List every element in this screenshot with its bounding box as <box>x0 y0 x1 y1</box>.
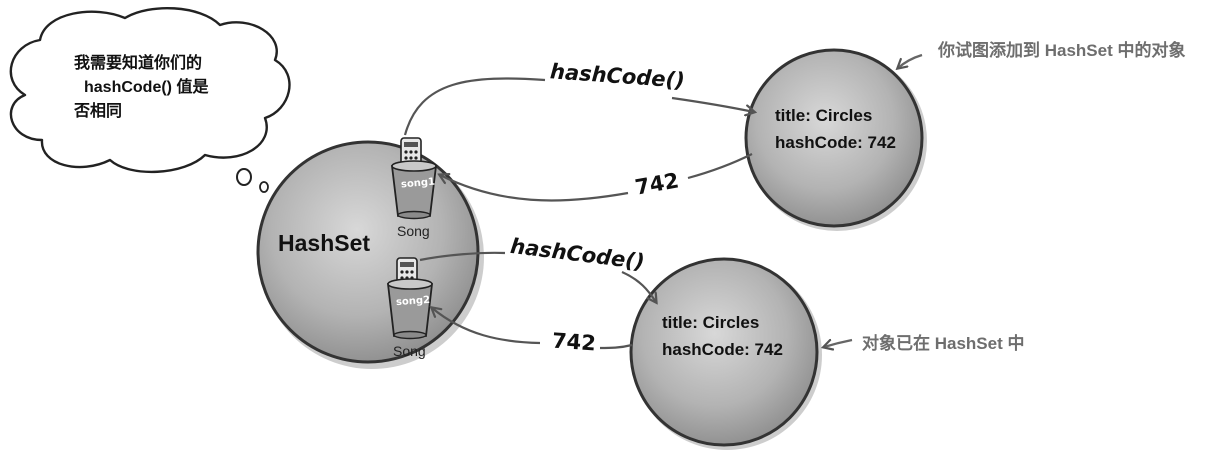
arrow-return-bottom-tail <box>432 308 541 345</box>
thought-bubble <box>9 6 291 174</box>
song1-caption: Song <box>397 223 430 239</box>
arrow-hashcode-call-bottom <box>419 251 506 262</box>
return-bottom-label: 742 <box>551 328 597 356</box>
new-object-hashcode: hashCode: 742 <box>775 133 896 152</box>
thought-dot-small <box>259 181 269 193</box>
arrow-return-top-tail <box>440 175 629 202</box>
new-object-note: 你试图添加到 HashSet 中的对象 <box>938 41 1186 60</box>
existing-object-title: title: Circles <box>662 313 760 332</box>
note-pointer-top <box>898 53 923 68</box>
existing-object-hashcode: hashCode: 742 <box>662 340 783 359</box>
existing-object-note: 对象已在 HashSet 中 <box>862 334 1025 353</box>
arrow-hashcode-call-top <box>403 77 546 136</box>
existing-object-ball <box>629 257 819 447</box>
thought-line-3: 否相同 <box>74 103 123 120</box>
song2-caption: Song <box>393 343 426 359</box>
song2-can-icon <box>386 257 434 340</box>
hashset-label: HashSet <box>278 230 371 256</box>
new-object-title: title: Circles <box>775 106 873 125</box>
arrow-return-bottom <box>599 343 633 350</box>
new-object-ball <box>744 48 924 228</box>
song1-can-icon <box>390 137 438 220</box>
thought-dot-large <box>236 168 252 186</box>
arrow-hashcode-call-top-tail <box>671 96 754 112</box>
arrow-hashcode-call-bottom-tail <box>621 270 656 302</box>
thought-line-1: 我需要知道你们的 <box>74 55 203 72</box>
note-pointer-bottom <box>824 340 853 347</box>
arrow-return-top <box>687 153 753 180</box>
thought-line-2: hashCode() 值是 <box>84 79 209 96</box>
